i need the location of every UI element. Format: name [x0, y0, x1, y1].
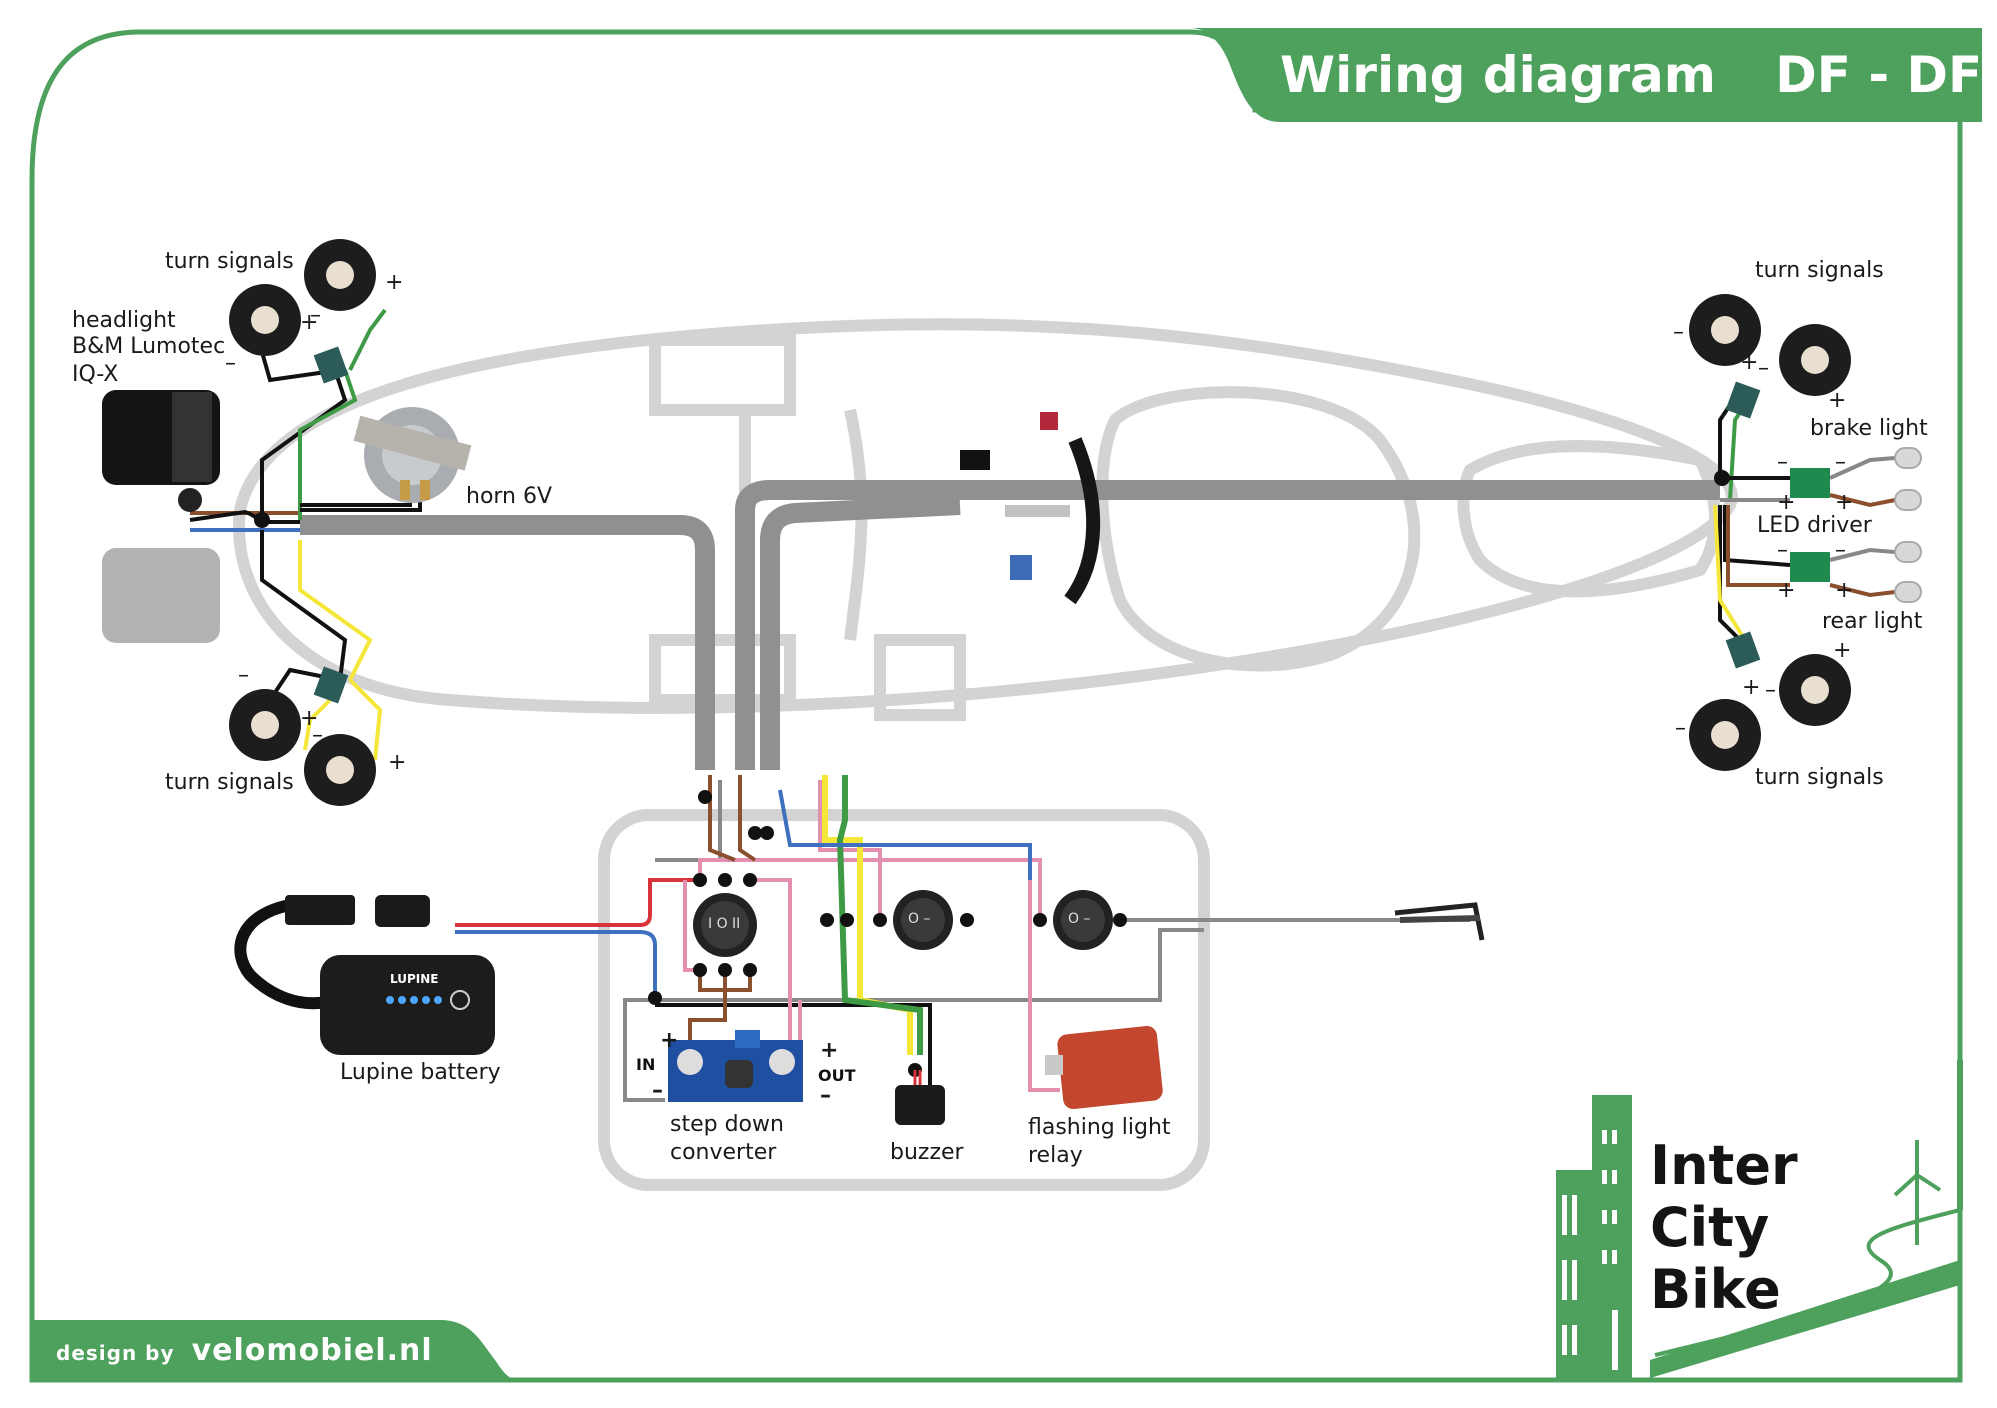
minus-sign: – [1777, 450, 1788, 475]
label-brake-light: brake light [1810, 416, 1928, 441]
building-windows [1562, 1130, 1618, 1370]
flasher-module [313, 346, 349, 384]
header-banner [1190, 28, 1982, 122]
horn-image [353, 407, 472, 503]
flasher-module [1725, 631, 1761, 669]
panel-junctions [648, 790, 1127, 1077]
plus-sign: + [300, 706, 319, 731]
handlebar-controls [960, 412, 1101, 605]
led-star-rear-bot-1 [1689, 699, 1761, 771]
label-relay-line1: flashing light [1028, 1115, 1171, 1140]
minus-sign: – [238, 663, 249, 688]
switch-lights[interactable] [893, 890, 953, 950]
label-buzzer: buzzer [890, 1140, 964, 1165]
led-star-front-bot-1 [229, 689, 301, 761]
logo-line-1: Inter [1650, 1134, 1798, 1197]
plus-sign: + [820, 1038, 839, 1063]
plus-sign: + [1742, 675, 1761, 700]
plus-sign: + [388, 750, 407, 775]
minus-sign: – [1835, 538, 1846, 563]
label-horn: horn 6V [466, 484, 553, 509]
minus-sign: – [1835, 450, 1846, 475]
headlight-image [102, 390, 220, 643]
switch-flasher[interactable] [1053, 890, 1113, 950]
minus-sign: – [1673, 320, 1684, 345]
brake-lever-sensor-image [1394, 902, 1485, 941]
flasher-module [313, 666, 349, 704]
minus-sign: – [1765, 678, 1776, 703]
led-star-rear-top-1 [1689, 294, 1761, 366]
switch-panel-box [598, 809, 1210, 1191]
cable-harness [300, 480, 1720, 770]
led-star-rear-bot-2 [1779, 654, 1851, 726]
minus-sign: – [1758, 356, 1769, 381]
minus-sign: – [312, 723, 323, 748]
junction-dot [254, 512, 270, 528]
model-text: DF - DF XL [1775, 46, 1997, 104]
minus-sign: – [1675, 716, 1686, 741]
led-driver-board [1790, 468, 1830, 498]
led-star-front-top-2 [304, 239, 376, 311]
label-headlight-line2: B&M Lumotec [72, 334, 226, 359]
intercitybike-logo: Inter City Bike [1650, 1135, 1798, 1321]
label-headlight-line1: headlight [72, 308, 176, 333]
plus-sign: + [1835, 490, 1854, 515]
velomobiel-link[interactable]: velomobiel.nl [191, 1333, 433, 1368]
minus-sign: – [225, 351, 236, 376]
plus-sign: + [1740, 350, 1759, 375]
led-star-rear-top-2 [1779, 324, 1851, 396]
label-rear-turn-signals-bottom: turn signals [1755, 765, 1884, 790]
flasher-module [1725, 381, 1761, 419]
switch-main-glyph: I O II [708, 916, 741, 932]
buzzer-image [895, 1070, 945, 1125]
minus-sign: – [310, 303, 321, 328]
label-step-down-line2: converter [670, 1140, 777, 1165]
plus-sign: + [385, 270, 404, 295]
switch-3-glyph: O – [1068, 911, 1091, 927]
minus-sign: – [820, 1083, 831, 1108]
plus-sign: + [1777, 578, 1796, 603]
design-credit: design by velomobiel.nl [56, 1333, 433, 1368]
switch-2-glyph: O – [908, 911, 931, 927]
led-star-front-top-1 [229, 284, 301, 356]
plus-sign: + [1777, 490, 1796, 515]
label-relay-line2: relay [1028, 1143, 1083, 1168]
minus-sign: – [1777, 538, 1788, 563]
battery-brand: LUPINE [390, 972, 439, 986]
junction-dot [1714, 470, 1730, 486]
label-rear-turn-signals-top: turn signals [1755, 258, 1884, 283]
label-headlight-line3: IQ-X [72, 362, 119, 387]
battery-image [234, 895, 495, 1055]
plus-sign: + [1828, 388, 1847, 413]
rear-led-bulbs [1894, 447, 1922, 603]
step-down-converter-image [668, 1030, 803, 1102]
flashing-relay-image [1045, 1025, 1163, 1110]
label-front-turn-signals-bottom: turn signals [165, 770, 294, 795]
footer-banner [32, 1320, 520, 1380]
plus-sign: + [1833, 638, 1852, 663]
diagram-title: Wiring diagram DF - DF XL [1280, 46, 1997, 104]
step-down-out: OUT [818, 1066, 856, 1085]
logo-line-3: Bike [1650, 1258, 1781, 1321]
minus-sign: – [652, 1078, 663, 1103]
label-rear-light: rear light [1822, 609, 1923, 634]
led-star-front-bot-2 [304, 734, 376, 806]
plus-sign: + [300, 310, 319, 335]
label-front-turn-signals-top: turn signals [165, 249, 294, 274]
switch-main[interactable] [693, 893, 757, 957]
title-text: Wiring diagram [1280, 46, 1716, 104]
led-driver-board [1790, 552, 1830, 582]
step-down-in: IN [636, 1055, 656, 1074]
logo-line-2: City [1650, 1196, 1770, 1259]
label-battery: Lupine battery [340, 1060, 501, 1085]
plus-sign: + [660, 1028, 679, 1053]
plus-sign: + [1835, 578, 1854, 603]
rear-wiring [1713, 388, 1896, 642]
design-by-text: design by [56, 1341, 175, 1365]
label-step-down-line1: step down [670, 1112, 784, 1137]
label-led-driver: LED driver [1757, 513, 1872, 538]
